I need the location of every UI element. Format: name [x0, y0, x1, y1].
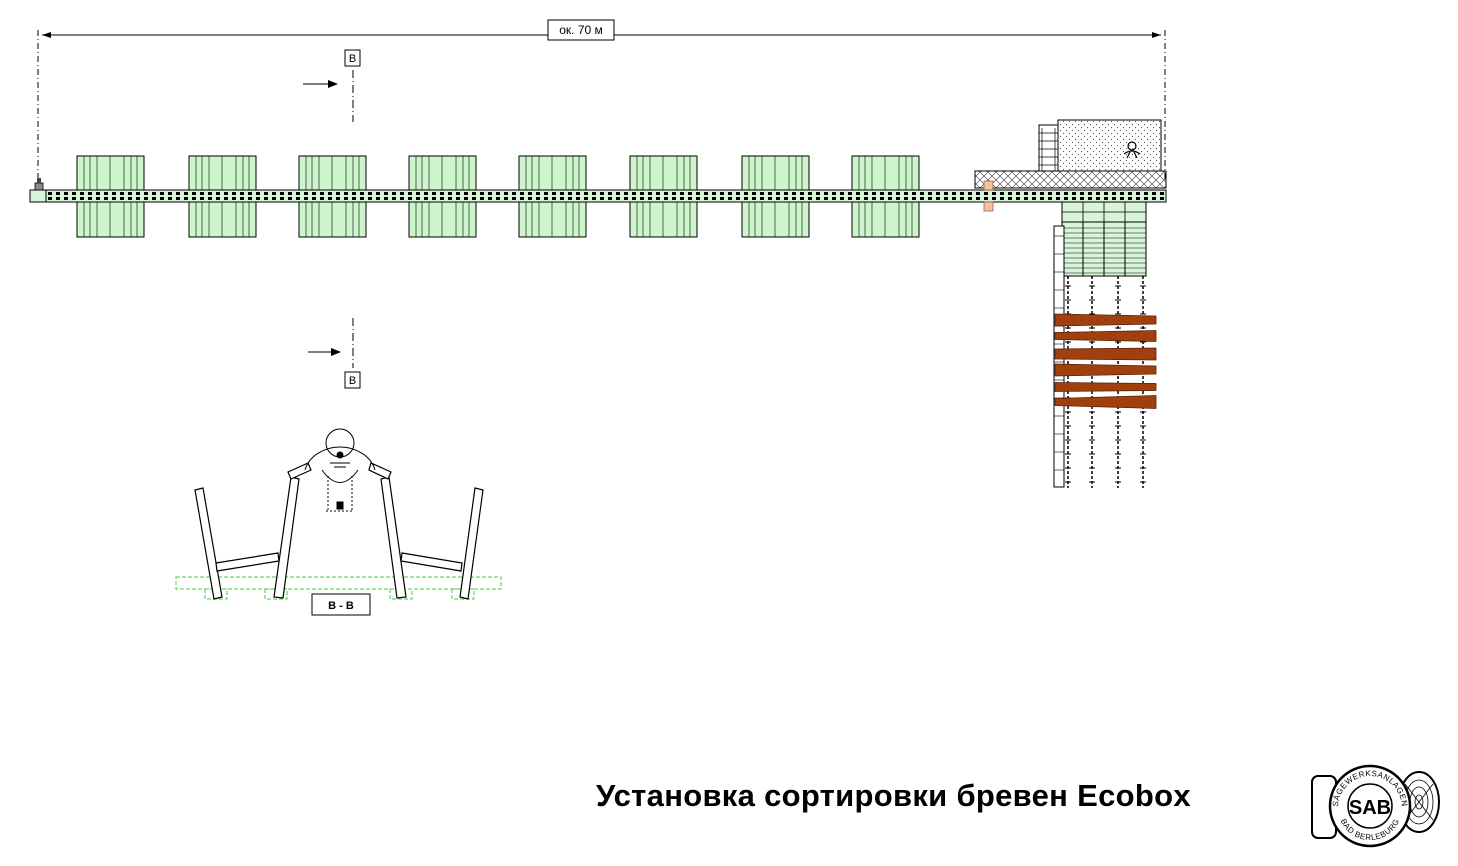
section-marker-top-label: B: [349, 53, 356, 65]
chain-3: [1115, 276, 1121, 488]
chain-4: [1140, 276, 1146, 488]
section-marker-bottom-label: B: [349, 375, 356, 387]
chain-2: [1089, 276, 1095, 488]
sab-logo: SÄGEWERKSANLAGEN BAD BERLEBURG SAB: [1311, 764, 1440, 848]
section-label: B - B: [328, 600, 354, 612]
section-view: B - B: [175, 428, 502, 616]
drawing-title: Установка сортировки бревен Ecobox: [596, 778, 1191, 813]
log-5: [1054, 382, 1157, 392]
section-marker-top: B: [303, 49, 361, 122]
main-conveyor: [29, 189, 1167, 203]
operator-cabin: [974, 119, 1167, 189]
operator-icon: [1123, 141, 1141, 159]
section-marker-bottom: B: [308, 318, 361, 389]
log-4: [1054, 363, 1157, 377]
chain-1: [1065, 276, 1071, 488]
log-6: [1054, 395, 1157, 409]
log-1: [1054, 313, 1157, 327]
log-3: [1054, 347, 1157, 361]
log-pile: [1054, 313, 1157, 409]
logo-text: SAB: [1349, 797, 1391, 819]
overall-dimension: ок. 70 м: [37, 19, 1166, 180]
cross-transfer: [1061, 201, 1147, 277]
dimension-label: ок. 70 м: [559, 23, 603, 37]
conveyor-end-stop: [29, 178, 47, 203]
log-2: [1054, 330, 1157, 342]
junction-markers: [983, 180, 994, 212]
